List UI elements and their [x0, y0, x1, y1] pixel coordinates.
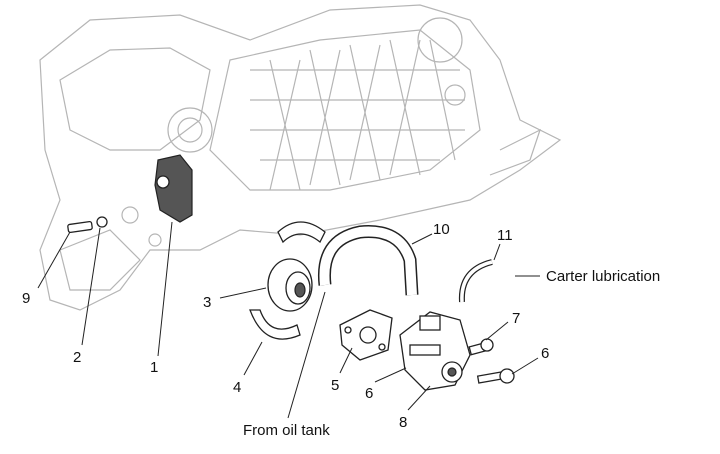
- chain-upper: [277, 221, 326, 244]
- part-9-screw: [67, 220, 93, 234]
- callout-4: 4: [233, 379, 241, 396]
- callout-8: 8: [399, 414, 407, 431]
- callout-9: 9: [22, 290, 30, 307]
- part-7-screw: [468, 338, 494, 356]
- part-8-oil-pump: [399, 311, 471, 391]
- part-4-chain: [249, 309, 301, 340]
- callout-5: 5: [331, 377, 339, 394]
- part-6-screw: [476, 368, 515, 384]
- part-3-sprocket: [267, 258, 313, 312]
- callout-3: 3: [203, 294, 211, 311]
- callout-1: 1: [150, 359, 158, 376]
- callout-2: 2: [73, 349, 81, 366]
- callout-6-screw: 6: [541, 345, 549, 362]
- annotation-carter-lubrication: Carter lubrication: [546, 268, 660, 285]
- callout-11: 11: [497, 227, 513, 244]
- part-2-washer: [96, 216, 108, 228]
- part-1-cover: [154, 154, 193, 223]
- annotation-from-oil-tank: From oil tank: [243, 422, 330, 439]
- leader-lines: [37, 221, 540, 419]
- callout-6-pump: 6: [365, 385, 373, 402]
- callout-10: 10: [433, 221, 450, 238]
- crankcase-sketch: [39, 4, 562, 311]
- part-5-gasket: [339, 309, 393, 361]
- callout-7: 7: [512, 310, 520, 327]
